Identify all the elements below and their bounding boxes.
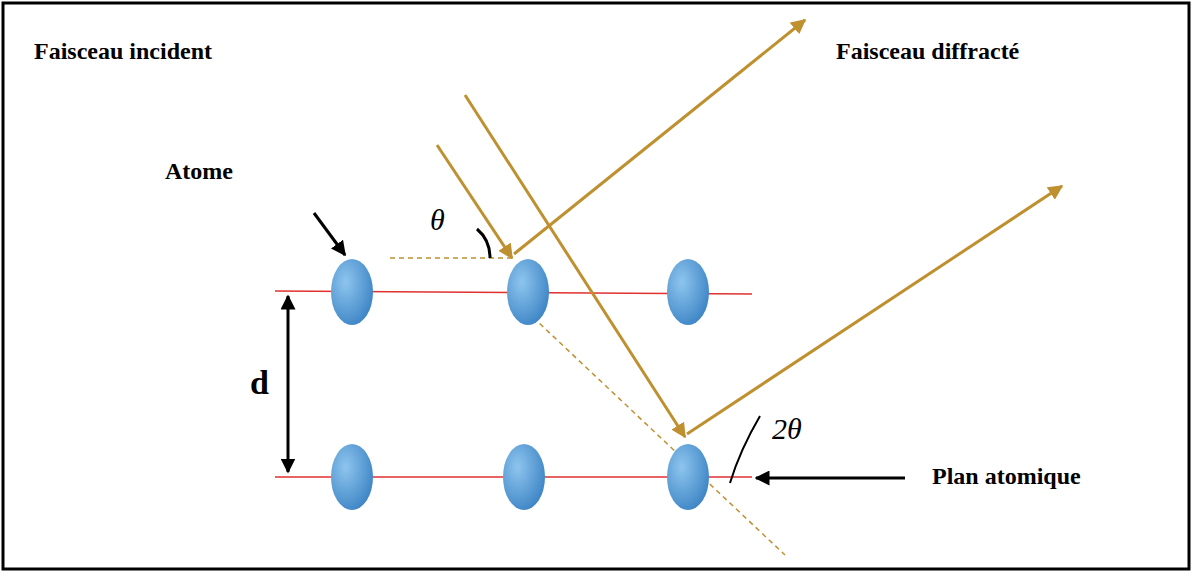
theta-arc bbox=[477, 229, 490, 258]
diffracted-ray bbox=[687, 186, 1062, 434]
incident-ray bbox=[465, 95, 685, 437]
angle-label: θ bbox=[430, 203, 445, 236]
spacing-dimension bbox=[287, 296, 290, 472]
part-label: Plan atomique bbox=[932, 463, 1081, 489]
dimension-label: d bbox=[250, 364, 269, 401]
beam-label: Faisceau diffracté bbox=[836, 38, 1019, 64]
atom bbox=[507, 259, 549, 325]
part-label: Atome bbox=[165, 158, 233, 184]
normal-guide bbox=[390, 257, 512, 259]
atom bbox=[503, 444, 545, 510]
atom-leader bbox=[314, 213, 345, 255]
plane-leader bbox=[756, 477, 905, 480]
two-theta-arc bbox=[730, 416, 760, 483]
atom bbox=[331, 259, 373, 325]
beam-label: Faisceau incident bbox=[34, 38, 212, 64]
incident-ray bbox=[437, 145, 512, 258]
diffracted-ray bbox=[514, 20, 805, 254]
atom bbox=[667, 259, 709, 325]
frame bbox=[3, 3, 1189, 569]
ray-extension bbox=[520, 305, 785, 555]
atom bbox=[667, 444, 709, 510]
atom bbox=[331, 444, 373, 510]
angle-label: 2θ bbox=[772, 412, 802, 445]
